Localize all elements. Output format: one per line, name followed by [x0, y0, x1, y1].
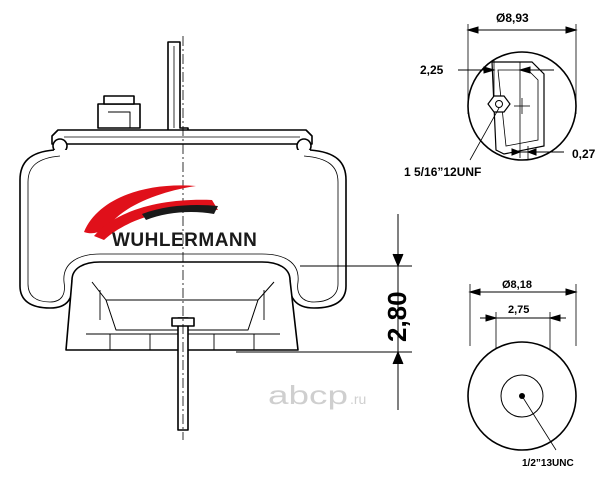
top-view: [458, 24, 578, 161]
air-spring-side-view: [19, 41, 347, 431]
bottom-thread-label: 1/2”13UNC: [522, 458, 574, 469]
bottom-view: [467, 284, 578, 451]
logo-swoosh-dark: [142, 204, 218, 220]
top-thread-label: 1 5/16”12UNF: [404, 165, 481, 179]
stud-hole: [500, 374, 544, 418]
bottom-diameter-label: Ø8,18: [502, 279, 532, 291]
mounting-bracket: [167, 41, 189, 135]
height-label: 2,80: [382, 291, 412, 342]
top-small-label: 0,27: [572, 147, 596, 161]
height-dimension: [236, 214, 412, 410]
watermark-suffix: .ru: [350, 391, 366, 407]
brand-name: WUHLERMANN: [112, 230, 257, 251]
watermark-text: abcp: [268, 380, 348, 410]
brand-logo: WUHLERMANN: [84, 185, 257, 251]
top-fitting: [97, 103, 141, 129]
top-diameter-label: Ø8,93: [496, 11, 529, 25]
bottom-offset-label: 2,75: [508, 304, 529, 316]
top-offset-label: 2,25: [420, 63, 444, 77]
watermark: abcp .ru: [268, 380, 366, 410]
